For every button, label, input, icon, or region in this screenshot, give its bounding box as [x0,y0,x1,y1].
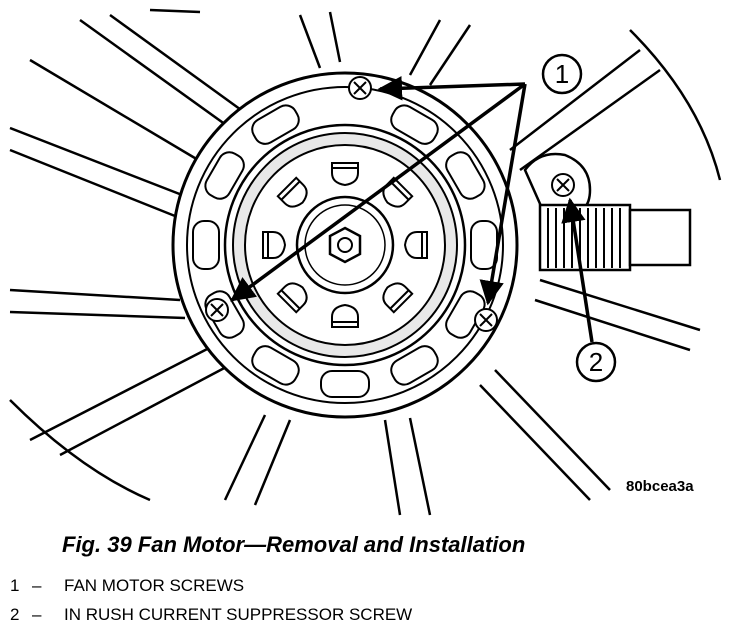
legend-number: 2 [10,605,20,624]
flange-slot [204,151,245,200]
callout-1-number: 1 [555,59,569,89]
flange-slot [445,151,486,200]
flange-slot [390,104,439,145]
vent-tab [262,231,287,259]
motor-vent-tabs [262,162,428,328]
callout-1-bubble: 1 [541,53,583,95]
legend-label: IN RUSH CURRENT SUPPRESSOR SCREW [64,605,413,624]
legend-number: 1 [10,576,20,595]
legend-dash: – [32,605,42,624]
callout-1-leaders [230,75,527,306]
fan-motor-screw [348,76,372,100]
figure-caption: Fig. 39 Fan Motor—Removal and Installati… [62,532,526,557]
fan-motor-screw [474,308,498,332]
flange-slots [192,104,498,398]
fan-motor-screw [205,298,229,322]
vent-tab [331,303,359,328]
callout-2-leader [561,197,594,343]
fan-motor-diagram: 1 2 80bcea3a [9,8,722,516]
flange-slot [390,345,439,386]
flange-slot [470,220,498,270]
figure-reference-code: 80bcea3a [626,478,694,495]
flange-slot [251,104,300,145]
vent-tab [403,231,428,259]
vent-tab [276,282,308,314]
legend-label: FAN MOTOR SCREWS [64,576,245,595]
vent-tab [382,282,414,314]
legend-item: 2– IN RUSH CURRENT SUPPRESSOR SCREW [10,605,412,625]
legend-item: 1– FAN MOTOR SCREWS [10,576,244,596]
shaft-nut [328,226,362,264]
legend-dash: – [32,576,42,595]
flange-slot [251,345,300,386]
callout-2-bubble: 2 [575,341,617,383]
vent-tab [276,176,308,208]
flange-slot [192,220,220,270]
suppressor-bracket [523,152,692,272]
flange-slot [320,370,370,398]
suppressor-screw [551,173,575,197]
shroud-spokes [9,8,722,516]
callout-2-number: 2 [589,347,603,377]
vent-tab [331,162,359,187]
